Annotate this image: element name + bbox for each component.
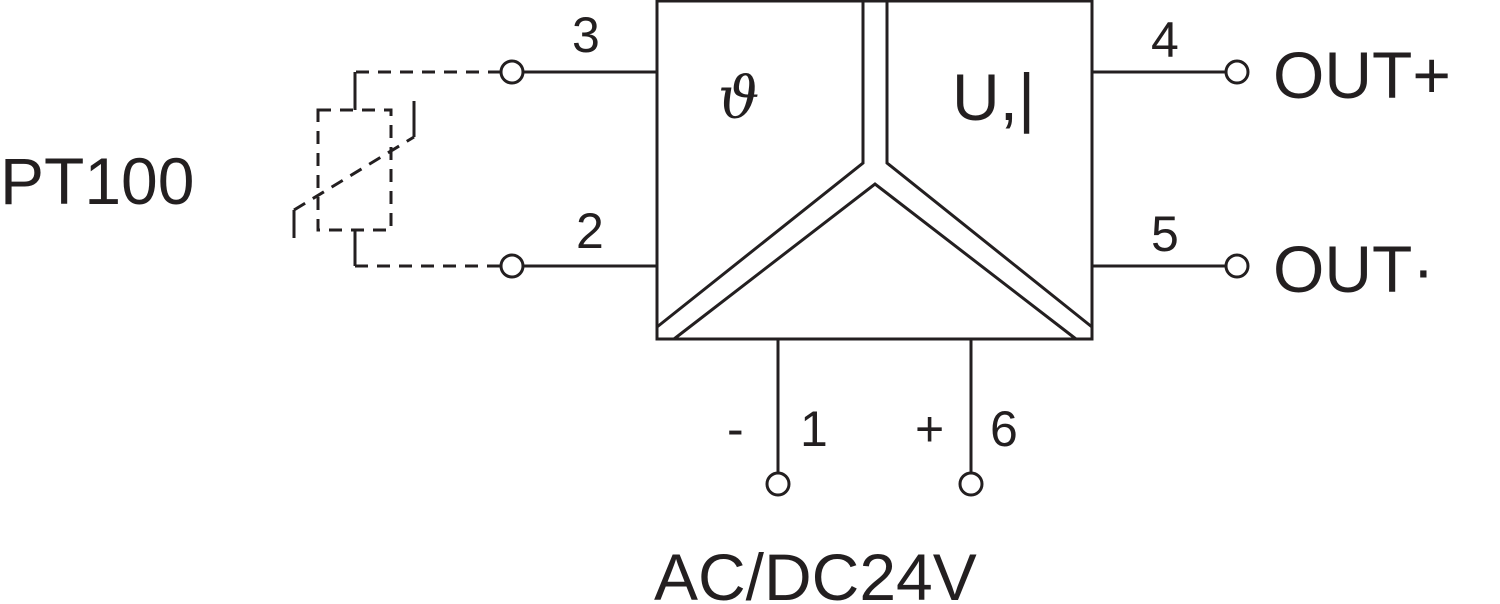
pt100-sensor-symbol bbox=[292, 70, 501, 268]
terminal-6-polarity: + bbox=[915, 401, 944, 457]
temperature-input-symbol: ϑ bbox=[718, 64, 759, 132]
voltage-current-output-symbol: U,| bbox=[952, 60, 1035, 134]
supply-label: AC/DC24V bbox=[654, 540, 977, 604]
terminal-3-connector bbox=[499, 59, 525, 85]
terminal-6-connector bbox=[958, 471, 984, 497]
output-negative-label: OUT· bbox=[1273, 232, 1434, 306]
sensor-label: PT100 bbox=[0, 144, 194, 218]
terminal-4-connector bbox=[1224, 59, 1250, 85]
terminal-1-label: 1 bbox=[800, 401, 828, 457]
terminal-2-label: 2 bbox=[576, 203, 604, 259]
terminal-5-connector bbox=[1224, 253, 1250, 279]
transmitter-module-box bbox=[655, 0, 1094, 341]
terminal-3-label: 3 bbox=[572, 7, 600, 63]
terminal-1-connector bbox=[765, 471, 791, 497]
terminal-1-polarity: - bbox=[727, 401, 744, 457]
module-divider bbox=[656, 1, 1093, 341]
terminal-2-connector bbox=[499, 253, 525, 279]
terminal-6-label: 6 bbox=[990, 401, 1018, 457]
terminal-5-label: 5 bbox=[1151, 206, 1179, 262]
terminal-4-label: 4 bbox=[1151, 12, 1179, 68]
output-positive-label: OUT+ bbox=[1273, 38, 1451, 112]
